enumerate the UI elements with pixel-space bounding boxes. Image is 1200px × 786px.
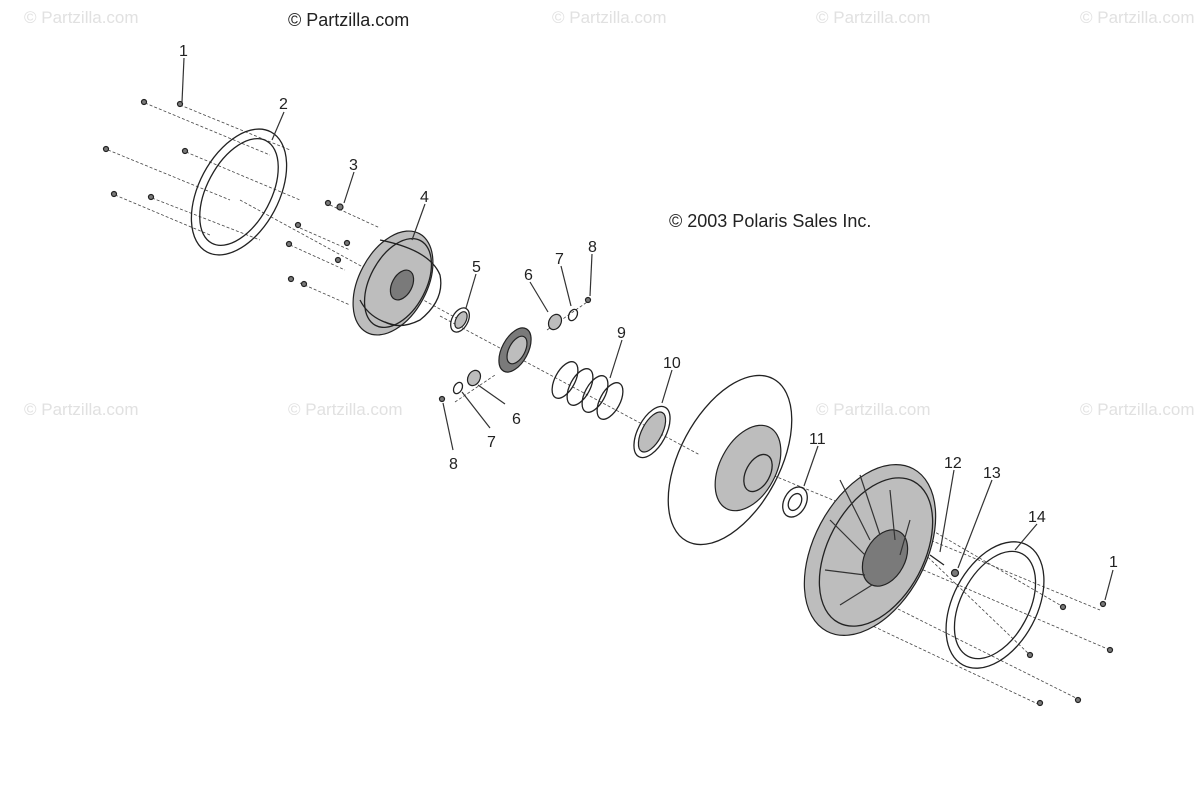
pin-and-nut — [929, 554, 960, 578]
callout-9: 9 — [617, 325, 626, 342]
copyright-label: © 2003 Polaris Sales Inc. — [669, 211, 872, 231]
bearing-assembly — [498, 327, 532, 373]
watermark: © Partzilla.com — [816, 400, 931, 419]
callout-labels: 1 2 3 4 5 6 7 8 9 10 6 7 8 11 12 13 14 1 — [179, 43, 1118, 571]
lower-hardware — [438, 369, 482, 403]
watermark: © Partzilla.com — [1080, 400, 1195, 419]
watermark: © Partzilla.com — [816, 8, 931, 27]
callout-8: 8 — [588, 239, 597, 256]
washer — [782, 486, 808, 518]
screws-left — [102, 98, 189, 201]
callout-11: 11 — [809, 431, 826, 448]
callout-8-lower: 8 — [449, 456, 458, 473]
watermark: © Partzilla.com — [24, 8, 139, 27]
callout-10: 10 — [663, 355, 681, 372]
callout-13: 13 — [983, 465, 1001, 482]
callout-6-lower: 6 — [512, 411, 521, 428]
watermark: © Partzilla.com — [1080, 8, 1195, 27]
movable-sheave — [667, 374, 793, 546]
cover-housing — [352, 230, 442, 336]
callout-3: 3 — [349, 157, 358, 174]
callout-12: 12 — [944, 455, 962, 472]
callout-7: 7 — [555, 251, 564, 268]
brand-label: © Partzilla.com — [288, 10, 410, 30]
leader-lines — [181, 57, 1114, 601]
callout-14: 14 — [1028, 509, 1046, 526]
fixed-sheave — [803, 464, 937, 636]
seal-ring — [450, 307, 470, 333]
watermark: © Partzilla.com — [24, 400, 139, 419]
gasket-ring — [190, 128, 288, 256]
spring-ring — [633, 405, 671, 459]
watermark: © Partzilla.com — [552, 8, 667, 27]
callout-1-right: 1 — [1109, 554, 1118, 571]
gasket-ring-right — [945, 541, 1045, 669]
callout-2: 2 — [279, 96, 288, 113]
assembly-lines — [107, 102, 1111, 706]
callout-5: 5 — [472, 259, 481, 276]
callout-4: 4 — [420, 189, 429, 206]
watermark: © Partzilla.com — [288, 400, 403, 419]
screws-right — [1026, 600, 1114, 707]
callout-1: 1 — [179, 43, 188, 60]
spring — [551, 361, 624, 420]
callout-7-lower: 7 — [487, 434, 496, 451]
upper-hardware — [547, 296, 592, 331]
callout-6: 6 — [524, 267, 533, 284]
screws-small — [285, 199, 351, 288]
